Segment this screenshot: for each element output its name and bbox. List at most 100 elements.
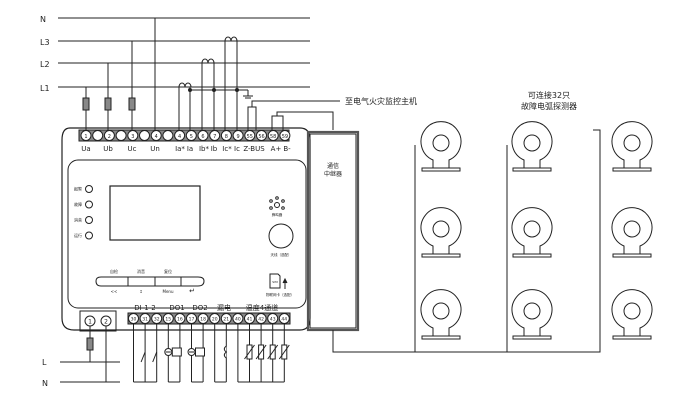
current-transformer-b-icon [201, 58, 215, 133]
bottom-terminal-number: 16 [177, 317, 183, 323]
display-screen [109, 185, 201, 241]
bottom-terminal-number: 32 [154, 317, 160, 323]
bottom-terminal-number: 17 [189, 317, 195, 323]
buzzer-icon [269, 196, 285, 210]
top-terminal-label: Uc [128, 145, 137, 153]
top-terminal-label: Z-BUS [243, 145, 265, 153]
repeater-label-1: 通信 [327, 162, 339, 170]
top-terminal-number: 8 [225, 134, 228, 140]
top-terminal [103, 130, 115, 141]
keypad-button[interactable] [156, 277, 180, 286]
detectors-label-2: 故障电弧探测器 [521, 101, 577, 111]
top-terminal-label: Ia* [175, 145, 185, 153]
top-terminal [139, 130, 150, 141]
device-panel [67, 159, 307, 309]
top-terminal-label: Ib [211, 145, 218, 153]
indicator-led [85, 185, 93, 193]
label-n: N [40, 15, 46, 24]
top-terminal-number: 4 [155, 134, 158, 140]
top-terminal-label: Un [150, 145, 160, 153]
bottom-terminal [244, 313, 255, 324]
top-terminal [174, 130, 186, 141]
detectors-label-1: 可连接32只 [528, 90, 570, 100]
top-terminal-number: 5 [190, 134, 193, 140]
bottom-terminal-number: 21 [223, 317, 229, 323]
label-l1: L1 [40, 84, 50, 93]
bottom-terminal [255, 313, 267, 324]
top-terminal-label: Ia [187, 145, 193, 153]
bottom-terminal [209, 313, 221, 324]
top-terminal-label: Ib* [199, 145, 210, 153]
top-terminal-number: 59 [282, 134, 288, 140]
top-terminal-number: 9 [237, 134, 240, 140]
power-terminal [100, 315, 112, 327]
top-terminal [220, 130, 232, 141]
bottom-terminal-number: 30 [131, 317, 137, 323]
antenna-label: 天线（选配） [271, 252, 292, 257]
indicator-led [85, 216, 93, 224]
relay-coil-icon [195, 347, 205, 357]
bottom-terminal-number: 31 [142, 317, 148, 323]
top-terminal-label: Ub [103, 145, 113, 153]
bottom-terminal-group-label: 温度4通道 [246, 303, 278, 312]
sim-label: 物联网卡（选配） [266, 292, 294, 297]
top-terminal-number: 7 [213, 134, 216, 140]
arc-fault-detector-icon [611, 289, 653, 340]
top-terminal [232, 130, 244, 141]
top-terminal-number: 3 [131, 134, 134, 140]
arc-fault-detector-icon [420, 207, 462, 258]
top-terminal-number: 55 [247, 134, 253, 140]
keypad-bottom-label: Menu [163, 289, 174, 294]
bottom-terminal [220, 313, 232, 324]
top-terminal-label: Ua [81, 145, 90, 153]
power-terminal-number: 1 [88, 319, 92, 326]
current-transformer-c-icon [224, 36, 238, 133]
indicator-label: 故障 [74, 201, 82, 207]
keypad-top-label: 复位 [164, 268, 172, 274]
arc-fault-detector-icon [511, 207, 553, 258]
bottom-terminal [139, 313, 151, 324]
bottom-terminal-number: 18 [200, 317, 206, 323]
top-terminal [267, 130, 279, 141]
bottom-terminal [232, 313, 244, 324]
power-terminal-number: 2 [104, 319, 108, 326]
top-terminal [209, 130, 221, 141]
leakage-sensor-icon [223, 345, 228, 359]
keypad-top-label: 自检 [110, 268, 118, 274]
indicator-label: 报警 [74, 186, 82, 192]
keypad-bottom-label: ↕ [139, 289, 142, 294]
fuse-icon [104, 97, 112, 111]
keypad-top-label: 消音 [137, 268, 145, 274]
bottom-terminal [267, 313, 279, 324]
label-l3: L3 [40, 38, 50, 47]
indicator-led [85, 200, 93, 209]
fuse-icon [82, 97, 90, 111]
bottom-terminal-group-label: DO1 [169, 304, 184, 312]
top-terminal-label: Ic [234, 145, 240, 153]
bottom-terminal-number: 43 [270, 317, 276, 323]
top-terminal [80, 130, 92, 141]
bottom-terminal [278, 313, 290, 324]
top-terminal-label: A+ [271, 145, 282, 153]
bottom-terminal [186, 313, 197, 324]
keypad-button[interactable] [129, 277, 153, 286]
indicator-led [85, 231, 93, 240]
label-n-bottom: N [42, 379, 48, 388]
indicator-label: 运行 [74, 232, 82, 238]
bottom-terminal-number: 42 [258, 317, 264, 323]
fuse-icon [128, 97, 136, 111]
bottom-terminal-group-label: DO2 [192, 304, 207, 312]
label-l2: L2 [40, 60, 50, 69]
top-terminal [150, 130, 162, 141]
keypad-button[interactable] [102, 277, 126, 286]
power-terminal [84, 315, 96, 327]
host-annotation: 至电气火灾监控主机 [345, 96, 417, 106]
bottom-terminal-group-label: 漏电 [217, 303, 231, 312]
keypad-button[interactable] [180, 277, 204, 286]
buzzer-label: 蜂鸣器 [272, 212, 283, 217]
keypad-bottom-label: ↵ [189, 287, 195, 295]
top-terminal-number: 1 [84, 134, 87, 140]
top-terminal-number: 2 [108, 134, 111, 140]
bottom-terminal-number: 15 [165, 317, 171, 323]
